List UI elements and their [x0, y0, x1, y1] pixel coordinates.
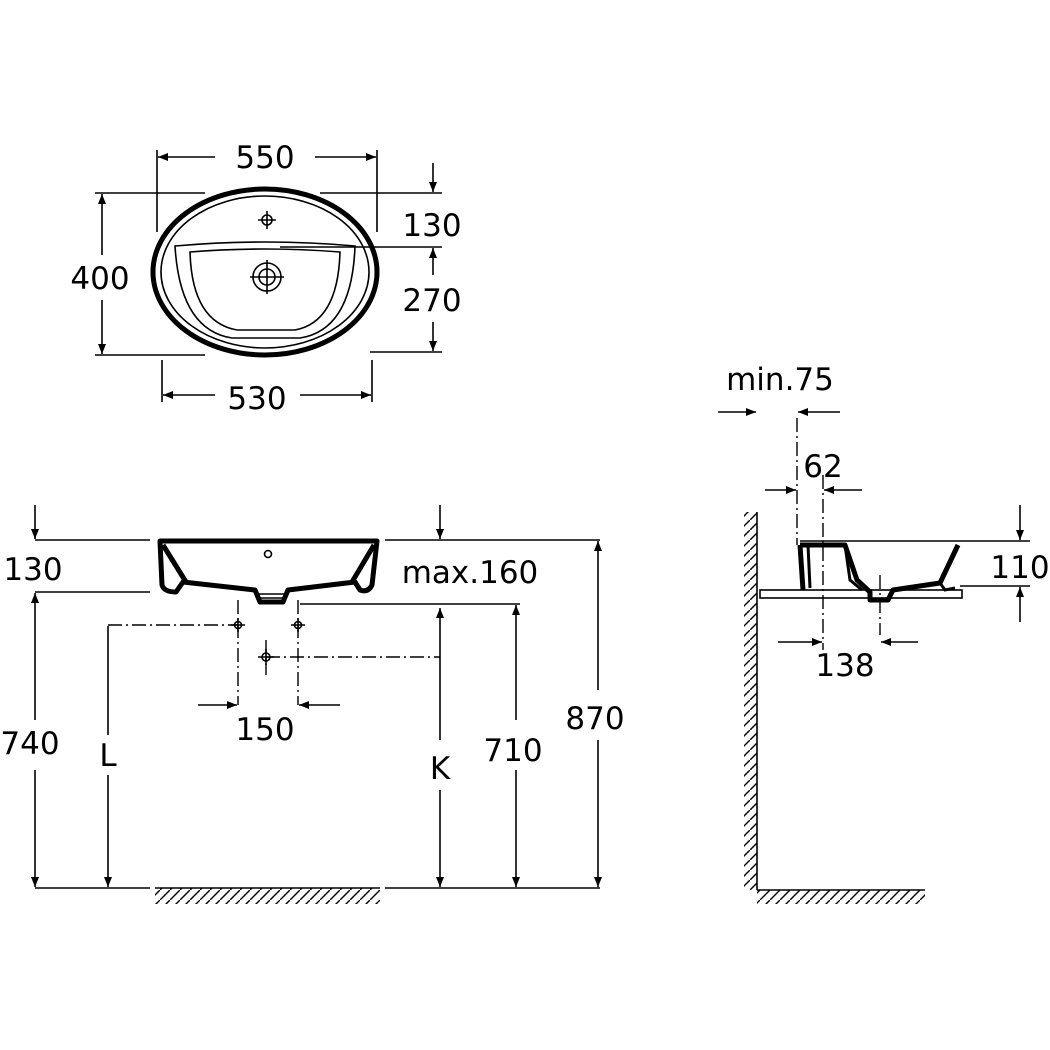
dim-870: 870: [565, 701, 624, 737]
dim-740: 740: [0, 726, 59, 762]
basin-inner-rim: [160, 195, 370, 349]
countertop: [759, 589, 963, 599]
dim-130-front: 130: [3, 552, 62, 588]
dim-max160: max.160: [402, 555, 539, 591]
wall-hatch: [744, 512, 757, 890]
basin-side: [797, 542, 961, 603]
label-l: L: [99, 738, 117, 774]
drain-icon: [258, 649, 274, 665]
top-view: 550 400 130 270 530: [70, 140, 461, 417]
tap-hole-icon: [291, 618, 305, 632]
dim-530: 530: [227, 381, 286, 417]
basin-outer-rim: [150, 186, 380, 358]
dim-150: 150: [235, 712, 294, 748]
dim-550: 550: [235, 140, 294, 176]
side-view: min.75 62 110 138: [718, 362, 1050, 904]
dim-min75: min.75: [726, 362, 834, 398]
tap-hole-icon: [258, 211, 276, 229]
floor-hatch: [155, 888, 380, 904]
dim-270: 270: [402, 283, 461, 319]
dim-400: 400: [70, 261, 129, 297]
front-view: 130 max.160 740 870 710 K L 150: [0, 505, 625, 904]
label-k: K: [430, 751, 451, 787]
floor-hatch: [757, 890, 925, 904]
tap-hole-icon: [231, 618, 245, 632]
dim-710: 710: [483, 733, 542, 769]
basin-front: [157, 538, 380, 605]
dim-130-top: 130: [402, 208, 461, 244]
drain-icon: [250, 260, 284, 294]
dim-62: 62: [803, 449, 842, 485]
dim-138: 138: [815, 648, 874, 684]
bowl-outline: [174, 241, 356, 339]
dim-110: 110: [990, 550, 1049, 586]
